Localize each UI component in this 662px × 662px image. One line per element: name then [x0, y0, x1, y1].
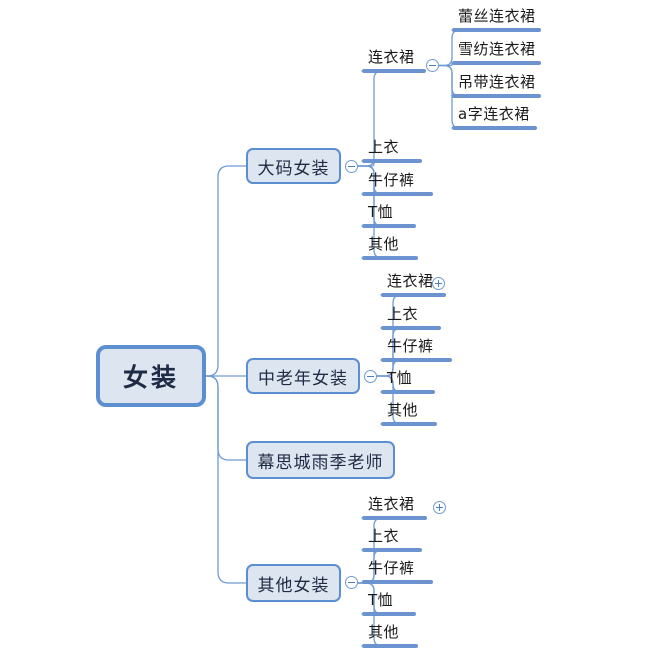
leaf-label: 牛仔裤 [368, 559, 415, 577]
sub-node-qita-0[interactable]: 连衣裙 [362, 495, 427, 520]
leaf-underline-bar [362, 256, 418, 260]
leaf-label: T恤 [387, 369, 413, 387]
root-node[interactable]: 女装 [96, 345, 206, 407]
sub-node-daima-4[interactable]: 其他 [362, 235, 418, 260]
minus-circle-icon[interactable] [345, 576, 358, 589]
leaf-underline-bar [381, 422, 437, 426]
sub-node-zhonglaonian-4[interactable]: 其他 [381, 401, 437, 426]
leaf-underline-bar [362, 516, 427, 520]
sub-node-qita-1[interactable]: 上衣 [362, 527, 422, 552]
leaf-label: 连衣裙 [368, 495, 415, 513]
sub-node-daima-2[interactable]: 牛仔裤 [362, 171, 433, 196]
leaf-label: 上衣 [387, 305, 419, 323]
leaf-label: 上衣 [368, 527, 400, 545]
leaf-underline-bar [452, 28, 541, 32]
sub-node-qita-4[interactable]: 其他 [362, 623, 418, 648]
leaf-underline-bar [381, 358, 452, 362]
leaf-underline-bar [362, 612, 416, 616]
leaf-label: T恤 [368, 203, 394, 221]
leaf-node-daima-0-1[interactable]: 雪纺连衣裙 [452, 40, 541, 65]
leaf-label: 其他 [368, 623, 400, 641]
sub-node-daima-3[interactable]: T恤 [362, 203, 416, 228]
plus-circle-icon[interactable] [432, 277, 445, 290]
leaf-label: 其他 [368, 235, 400, 253]
leaf-label: 牛仔裤 [368, 171, 415, 189]
leaf-underline-bar [452, 94, 541, 98]
leaf-label: 牛仔裤 [387, 337, 434, 355]
minus-circle-icon[interactable] [345, 160, 358, 173]
branch-node-qita[interactable]: 其他女装 [246, 564, 341, 602]
plus-circle-icon[interactable] [433, 501, 446, 514]
leaf-underline-bar [362, 224, 416, 228]
minus-circle-icon[interactable] [426, 59, 439, 72]
sub-node-qita-2[interactable]: 牛仔裤 [362, 559, 433, 584]
leaf-node-daima-0-3[interactable]: a字连衣裙 [452, 105, 537, 130]
branch-node-mushicheng[interactable]: 幕思城雨季老师 [246, 441, 395, 479]
sub-node-daima-1[interactable]: 上衣 [362, 138, 422, 163]
leaf-underline-bar [362, 580, 433, 584]
leaf-label: 其他 [387, 401, 419, 419]
sub-node-daima-0[interactable]: 连衣裙 [362, 48, 426, 73]
leaf-underline-bar [381, 326, 441, 330]
leaf-node-daima-0-0[interactable]: 蕾丝连衣裙 [452, 7, 541, 32]
leaf-label: T恤 [368, 591, 394, 609]
leaf-label: 雪纺连衣裙 [458, 40, 536, 58]
branch-node-zhonglaonian[interactable]: 中老年女装 [246, 358, 360, 394]
sub-node-qita-3[interactable]: T恤 [362, 591, 416, 616]
leaf-underline-bar [452, 61, 541, 65]
minus-circle-icon[interactable] [364, 370, 377, 383]
leaf-underline-bar [362, 644, 418, 648]
sub-node-zhonglaonian-1[interactable]: 上衣 [381, 305, 441, 330]
leaf-underline-bar [381, 390, 435, 394]
leaf-label: 连衣裙 [387, 272, 434, 290]
leaf-underline-bar [381, 293, 446, 297]
leaf-underline-bar [362, 69, 426, 73]
leaf-underline-bar [362, 548, 422, 552]
sub-node-zhonglaonian-0[interactable]: 连衣裙 [381, 272, 446, 297]
leaf-label: 吊带连衣裙 [458, 73, 536, 91]
leaf-label: 上衣 [368, 138, 400, 156]
leaf-node-daima-0-2[interactable]: 吊带连衣裙 [452, 73, 541, 98]
sub-node-zhonglaonian-3[interactable]: T恤 [381, 369, 435, 394]
leaf-underline-bar [362, 192, 433, 196]
branch-node-daima[interactable]: 大码女装 [246, 148, 341, 184]
leaf-underline-bar [452, 126, 537, 130]
leaf-underline-bar [362, 159, 422, 163]
leaf-label: a字连衣裙 [458, 105, 530, 123]
sub-node-zhonglaonian-2[interactable]: 牛仔裤 [381, 337, 452, 362]
leaf-label: 蕾丝连衣裙 [458, 7, 536, 25]
leaf-label: 连衣裙 [368, 48, 415, 66]
